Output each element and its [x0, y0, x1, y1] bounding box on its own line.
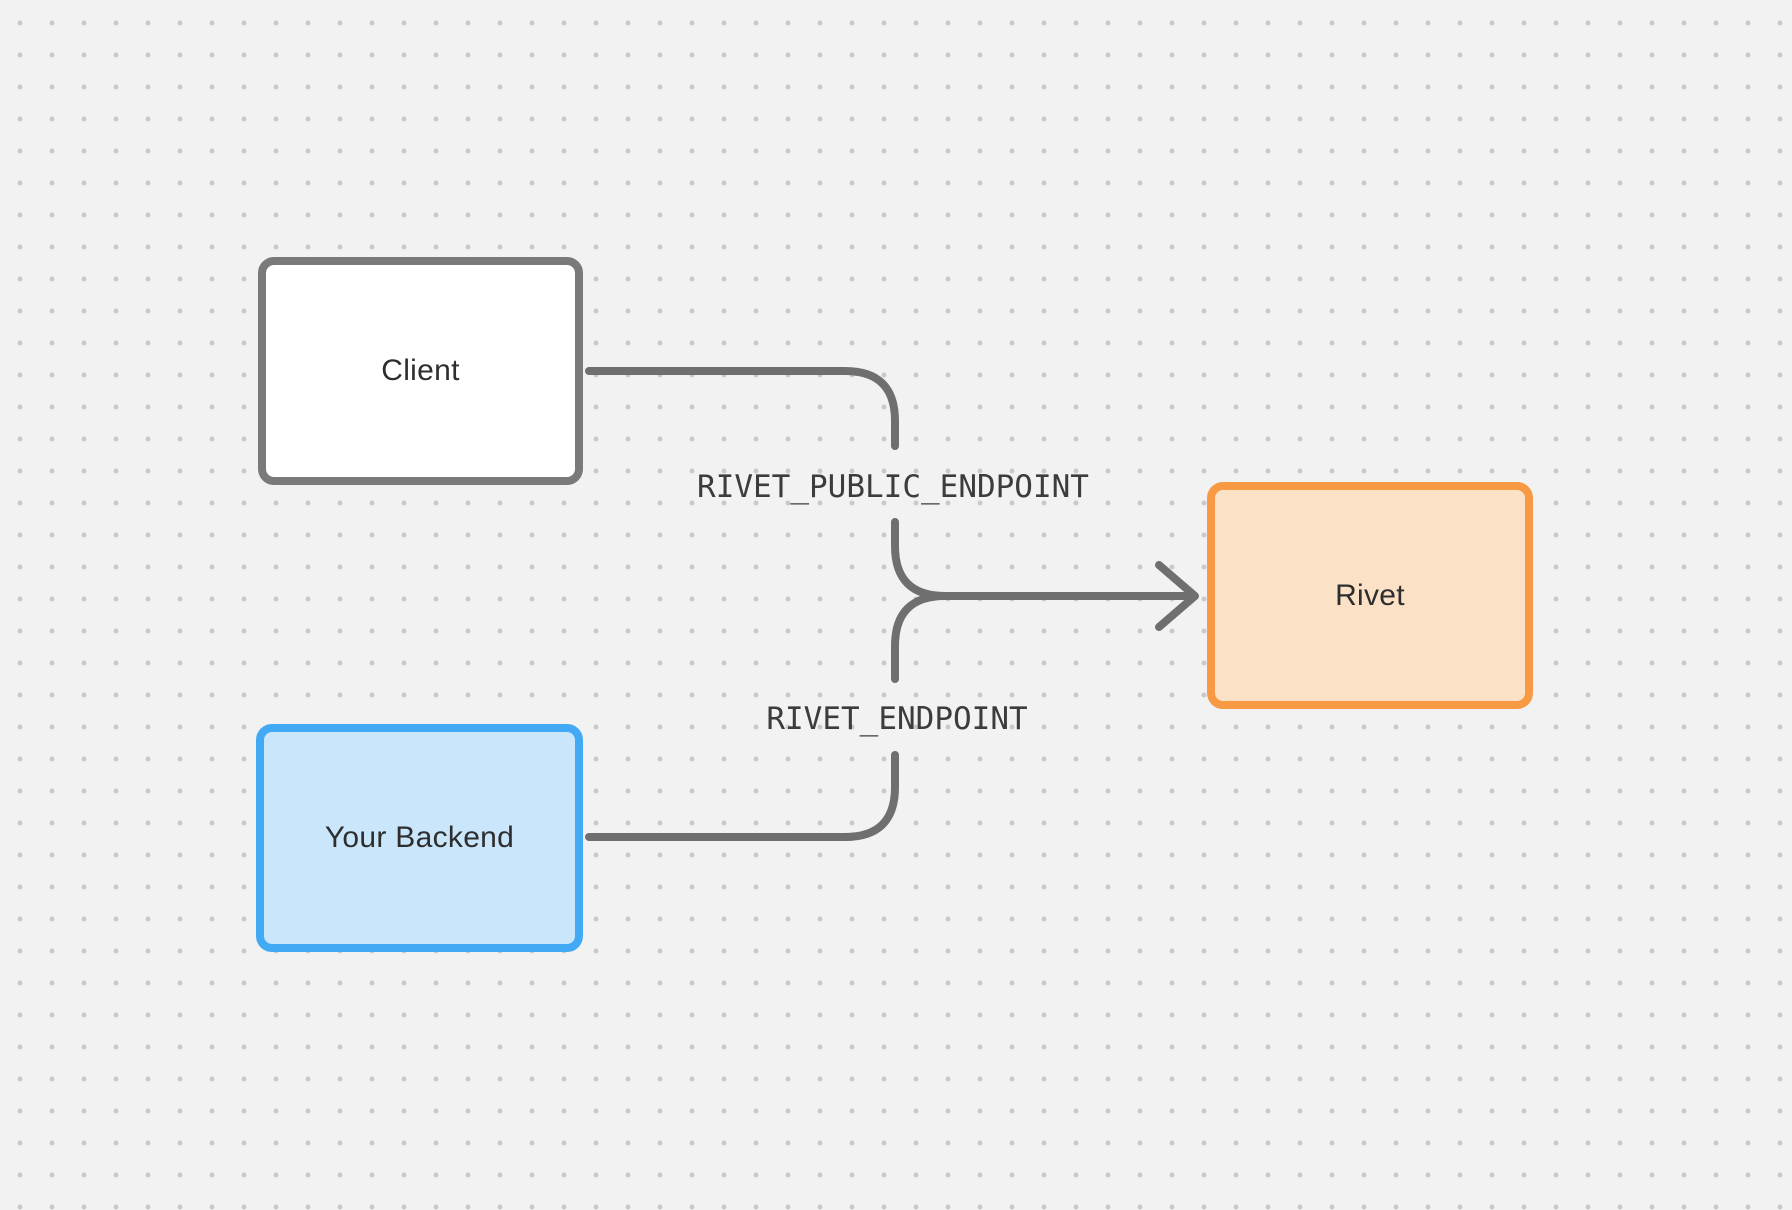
node-client-label: Client — [381, 354, 460, 387]
node-your-backend: Your Backend — [256, 724, 583, 952]
edge-label-rivet-public-endpoint: RIVET_PUBLIC_ENDPOINT — [697, 469, 1089, 505]
edge-label-rivet-endpoint: RIVET_ENDPOINT — [766, 701, 1028, 737]
client-connector-lower — [891, 518, 949, 600]
backend-connector-lower — [585, 751, 899, 841]
node-your-backend-label: Your Backend — [324, 821, 515, 854]
node-rivet: Rivet — [1207, 482, 1533, 709]
client-connector-upper — [585, 367, 899, 450]
backend-connector-upper — [891, 592, 949, 683]
node-client: Client — [258, 257, 583, 485]
node-rivet-label: Rivet — [1335, 578, 1405, 612]
arrowhead-icon — [1155, 561, 1199, 631]
